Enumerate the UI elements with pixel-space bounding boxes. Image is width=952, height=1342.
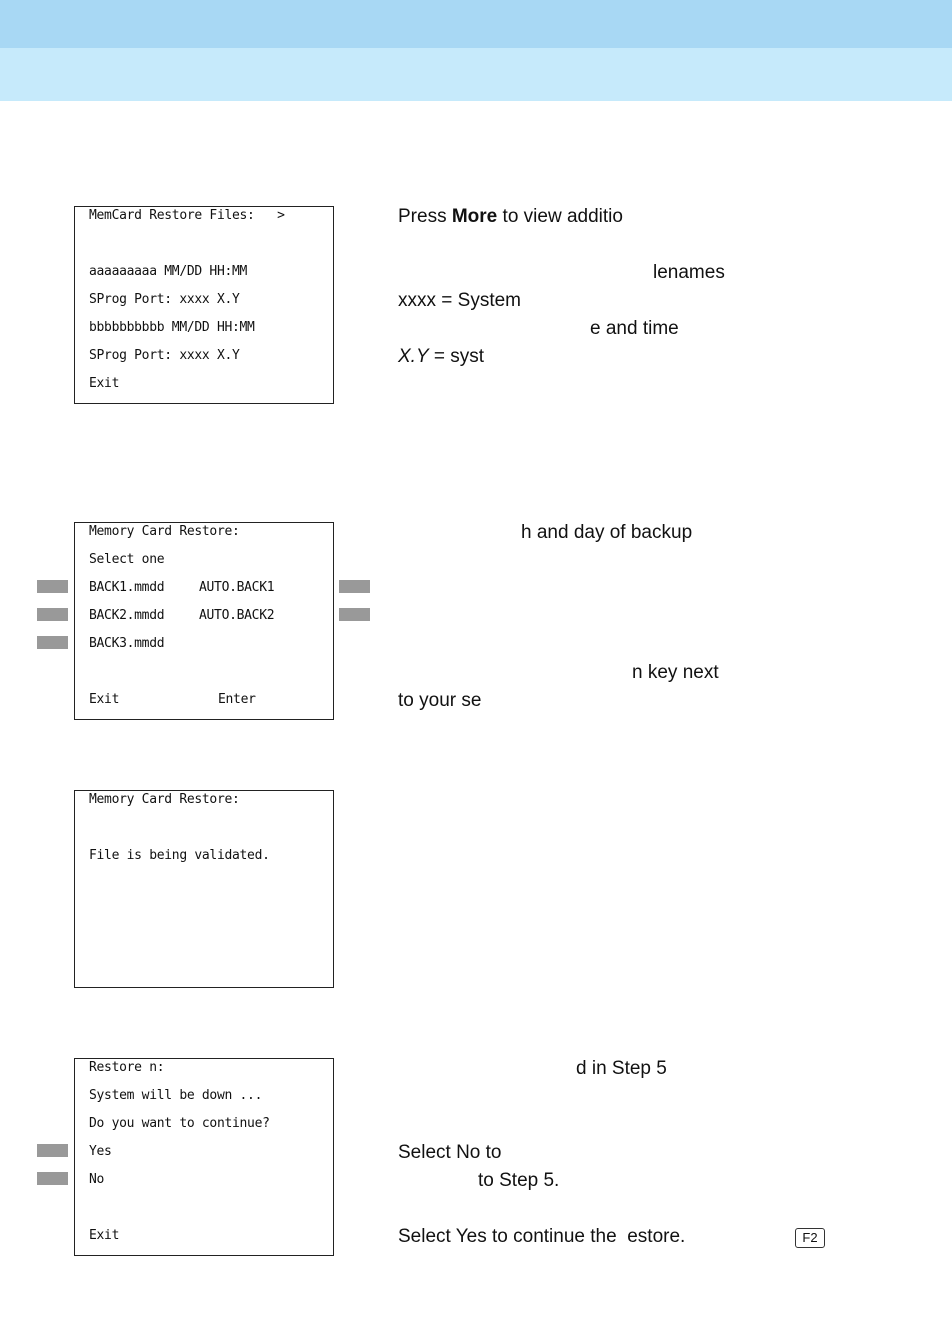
instruction-text: to view additio	[497, 206, 623, 227]
display-line: aaaaaaaaa MM/DD HH:MM	[89, 264, 248, 279]
option-auto-back2: AUTO.BACK2	[199, 608, 275, 623]
instruction-select-no: Select No to	[398, 1142, 502, 1163]
option-back2: BACK2.mmdd	[89, 608, 165, 623]
display-restore-files: MemCard Restore Files: > aaaaaaaaa MM/DD…	[74, 206, 334, 404]
display-title: Memory Card Restore:	[89, 524, 240, 539]
f2-key-icon: F2	[795, 1228, 825, 1248]
display-exit: Exit	[89, 692, 120, 707]
instruction-text: = syst	[428, 346, 485, 367]
display-line: SProg Port: xxxx X.Y	[89, 292, 240, 307]
line-button-back2[interactable]	[37, 608, 68, 621]
instruction-filenames: lenames	[653, 262, 725, 283]
display-card-restore-select: Memory Card Restore: Select one BACK1.mm…	[74, 522, 334, 720]
instruction-date-time: e and time	[590, 318, 679, 339]
display-message: File is being validated.	[89, 848, 270, 863]
display-validating: Memory Card Restore: File is being valid…	[74, 790, 334, 988]
option-yes: Yes	[89, 1144, 112, 1159]
display-line: Select one	[89, 552, 165, 567]
instruction-select-yes: Select Yes to continue the estore.	[398, 1226, 686, 1247]
display-title: Memory Card Restore:	[89, 792, 240, 807]
display-line: MemCard Restore Files: >	[89, 208, 285, 223]
display-line: Exit	[89, 376, 120, 391]
line-button-back1[interactable]	[37, 580, 68, 593]
instruction-step5: d in Step 5	[576, 1058, 667, 1079]
option-back1: BACK1.mmdd	[89, 580, 165, 595]
display-title: Restore n:	[89, 1060, 165, 1075]
line-button-auto-back1[interactable]	[339, 580, 370, 593]
instruction-xy: X.Y = syst	[398, 346, 484, 368]
header-band-top	[0, 0, 952, 48]
header-band-bottom	[0, 48, 952, 101]
option-no: No	[89, 1172, 105, 1187]
display-enter: Enter	[218, 692, 256, 707]
instruction-key-next: n key next	[632, 662, 719, 683]
display-line: SProg Port: xxxx X.Y	[89, 348, 240, 363]
option-back3: BACK3.mmdd	[89, 636, 165, 651]
xy-label: X.Y	[398, 346, 429, 367]
line-button-auto-back2[interactable]	[339, 608, 370, 621]
display-line: bbbbbbbbbb MM/DD HH:MM	[89, 320, 255, 335]
instruction-text: Press	[398, 206, 452, 227]
option-auto-back1: AUTO.BACK1	[199, 580, 275, 595]
display-line: Do you want to continue?	[89, 1116, 270, 1131]
display-restore-confirm: Restore n: System will be down ... Do yo…	[74, 1058, 334, 1256]
instruction-more: Press More to view additio	[398, 206, 623, 228]
display-line: System will be down ...	[89, 1088, 263, 1103]
display-exit: Exit	[89, 1228, 120, 1243]
instruction-your-selection: to your se	[398, 690, 482, 711]
instruction-to-step5: to Step 5.	[478, 1170, 560, 1191]
instruction-xxxx: xxxx = System	[398, 290, 521, 311]
line-button-back3[interactable]	[37, 636, 68, 649]
line-button-no[interactable]	[37, 1172, 68, 1185]
more-key-label: More	[451, 206, 498, 227]
line-button-yes[interactable]	[37, 1144, 68, 1157]
instruction-backup: h and day of backup	[521, 522, 693, 543]
